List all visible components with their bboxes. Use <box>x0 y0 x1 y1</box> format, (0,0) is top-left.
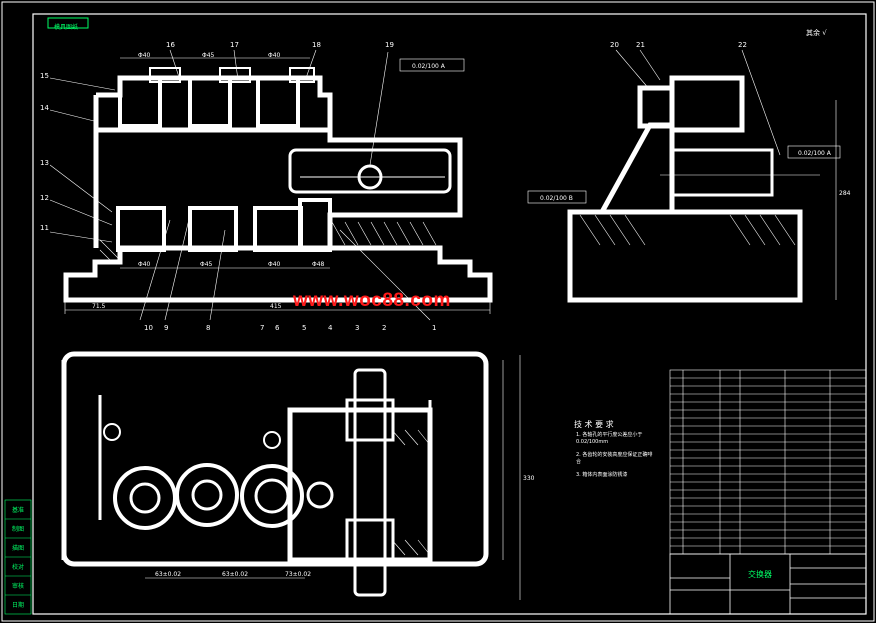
side-label-3: 描图 <box>11 545 24 552</box>
dim-top-1: Φ40 <box>138 52 151 59</box>
callout-8: 8 <box>206 324 210 332</box>
callout-5: 5 <box>302 324 306 332</box>
roughness-symbol: 其余 √ <box>806 29 827 37</box>
dim-side-height: 330 <box>523 475 535 482</box>
dim-mid-1: Φ40 <box>138 261 151 268</box>
dim-mid-4: Φ48 <box>312 261 325 268</box>
callout-1: 1 <box>432 324 436 332</box>
callout-17: 17 <box>230 41 239 49</box>
front-view-gears-bottom <box>116 198 332 252</box>
note-1: 1. 各轴孔的平行度公差应小于0.02/100mm <box>576 432 643 445</box>
dim-top-3: Φ40 <box>268 52 281 59</box>
dim-mid-3: Φ40 <box>268 261 281 268</box>
dim-left-small: 71.5 <box>92 303 106 310</box>
callout-7: 7 <box>260 324 264 332</box>
callout-10: 10 <box>144 324 153 332</box>
top-view-dims <box>145 355 521 600</box>
front-view-leaders <box>49 49 431 321</box>
dim-top-2: Φ45 <box>202 52 215 59</box>
callout-12: 12 <box>40 194 49 202</box>
top-view-hatch <box>391 429 431 556</box>
title-block-name: 交换器 <box>748 570 772 579</box>
dim-bottom-1: 63±0.02 <box>155 571 181 578</box>
callout-3: 3 <box>355 324 359 332</box>
callout-13: 13 <box>40 159 49 167</box>
tol-frame-top: 0.02/100 A <box>412 63 446 70</box>
top-view <box>61 351 489 567</box>
front-view-gears-top <box>118 67 315 128</box>
inner-border <box>32 13 867 615</box>
callout-6: 6 <box>275 324 280 332</box>
callout-9: 9 <box>164 324 168 332</box>
front-view-dims <box>64 57 491 314</box>
notes-title: 技 术 要 求 <box>574 420 614 429</box>
callout-18: 18 <box>312 41 321 49</box>
dim-bottom-3: 73±0.02 <box>285 571 311 578</box>
dim-mid-2: Φ45 <box>200 261 213 268</box>
tol-frame-side2: 0.02/100 A <box>798 150 832 157</box>
side-label-5: 审核 <box>11 583 24 590</box>
top-view-gears <box>103 423 334 530</box>
corner-tag: 模具图纸 <box>54 24 79 31</box>
callout-16: 16 <box>166 41 175 49</box>
title-block <box>669 553 867 615</box>
watermark: www.woc88.com <box>293 290 451 311</box>
dim-bottom-2: 63±0.02 <box>222 571 248 578</box>
dim-overall-width: 415 <box>270 303 282 310</box>
callout-20: 20 <box>610 41 619 49</box>
callout-22: 22 <box>738 41 747 49</box>
side-label-1: 基准 <box>11 507 24 514</box>
side-view <box>567 75 803 303</box>
side-label-4: 校对 <box>11 564 24 571</box>
callout-11: 11 <box>40 224 49 232</box>
tol-frame-side: 0.02/100 B <box>540 195 573 202</box>
side-label-2: 制图 <box>11 526 24 533</box>
callout-4: 4 <box>328 324 333 332</box>
front-view-shaft <box>288 148 452 194</box>
side-label-6: 日期 <box>11 602 24 609</box>
corner-tag-box <box>47 17 89 29</box>
callout-19: 19 <box>385 41 394 49</box>
dim-right-height: 284 <box>839 190 851 197</box>
side-view-hatch <box>579 214 796 246</box>
note-2: 2. 各齿轮的安装高度应保证正确啡合 <box>576 452 653 465</box>
side-label-column <box>4 499 32 615</box>
callout-2: 2 <box>382 324 386 332</box>
note-3: 3. 箱体内表面涂防锈漆 <box>576 472 628 478</box>
front-view-hatch <box>99 221 437 265</box>
side-view-dims <box>615 49 837 300</box>
callout-21: 21 <box>636 41 645 49</box>
callout-14: 14 <box>40 104 49 112</box>
callout-15: 15 <box>40 72 49 80</box>
top-view-inner <box>98 368 432 597</box>
parts-list <box>669 369 867 555</box>
